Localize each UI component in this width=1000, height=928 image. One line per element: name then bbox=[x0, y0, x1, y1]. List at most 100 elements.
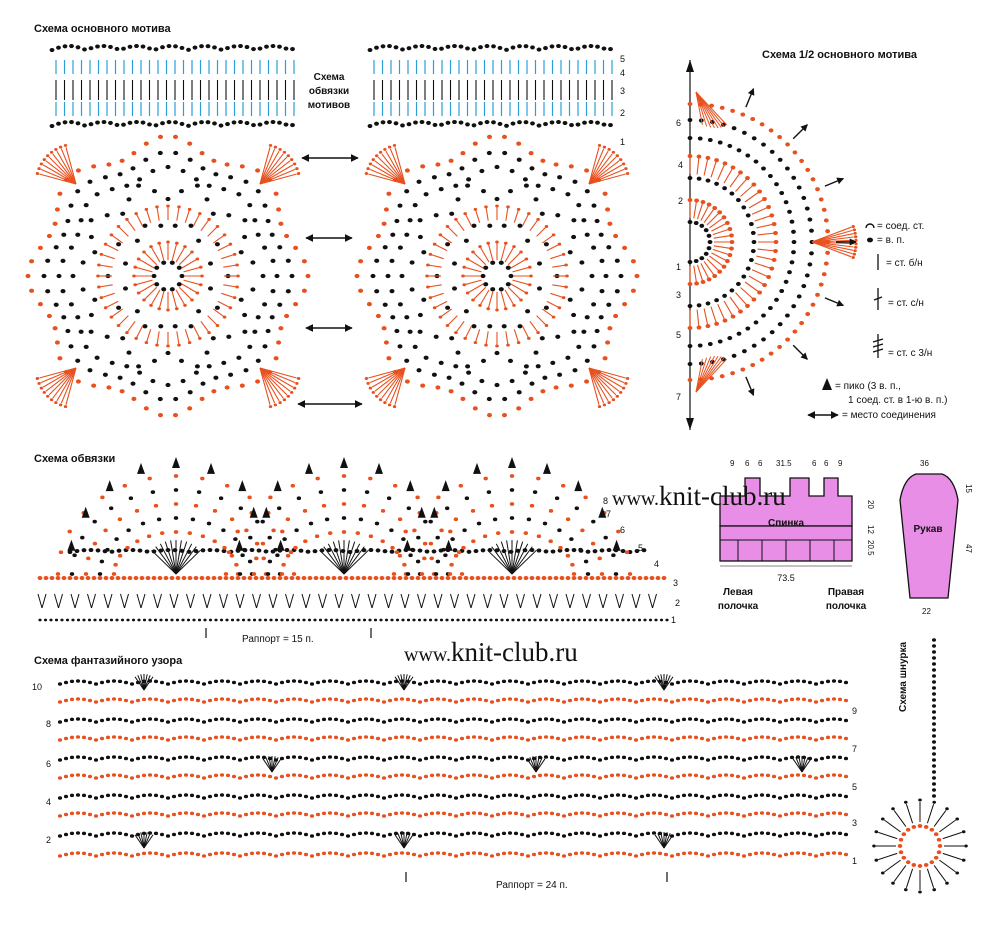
edging-v-stitch bbox=[652, 593, 657, 609]
fancy-chain bbox=[819, 718, 825, 723]
edging-arc-chain bbox=[247, 559, 253, 564]
edging-base-chain bbox=[346, 618, 350, 622]
edging-row2-chain bbox=[433, 575, 439, 581]
motif-chain bbox=[176, 265, 182, 270]
fancy-chain bbox=[675, 774, 681, 779]
motif-chain bbox=[75, 315, 81, 320]
edging-arc-chain bbox=[509, 474, 515, 478]
strip-chain-top bbox=[595, 44, 600, 49]
fancy-chain bbox=[489, 682, 495, 686]
fancy-chain bbox=[495, 794, 501, 799]
strip-chain-bottom bbox=[62, 120, 68, 125]
edging-row3-chain bbox=[214, 548, 220, 553]
edging-base-chain bbox=[71, 618, 75, 622]
half-fan-tip bbox=[853, 231, 857, 235]
fancy-chain bbox=[495, 718, 501, 723]
motif-chain bbox=[525, 309, 531, 314]
edging-v-stitch bbox=[615, 593, 620, 609]
half-spoke bbox=[703, 261, 716, 277]
motif-chain bbox=[151, 273, 157, 279]
motif-spoke bbox=[217, 243, 231, 252]
half-chain bbox=[791, 229, 796, 234]
motif-chain bbox=[460, 396, 466, 402]
fancy-chain bbox=[309, 700, 315, 704]
fancy-chain bbox=[75, 773, 81, 777]
fancy-chain bbox=[411, 680, 417, 685]
cord-ring-chain bbox=[923, 825, 929, 829]
strip-chain-bottom bbox=[166, 120, 172, 125]
edging-base-chain bbox=[241, 618, 246, 622]
edging-picot bbox=[305, 462, 313, 474]
fancy-chain bbox=[363, 679, 369, 683]
cord-ring-chain bbox=[911, 825, 917, 829]
edging-row2-chain bbox=[343, 575, 349, 581]
fancy-chain bbox=[99, 832, 105, 837]
fancy-chain bbox=[381, 796, 387, 800]
edging-arc-chain bbox=[386, 496, 392, 501]
edging-row3-chain bbox=[592, 549, 598, 554]
strip-chain-bottom bbox=[504, 123, 509, 128]
corner-fan-post bbox=[42, 164, 77, 185]
edging-arc-chain bbox=[190, 517, 196, 522]
motif-spoke-tip bbox=[142, 298, 146, 302]
fancy-chain bbox=[321, 851, 327, 856]
corner-fan-tip bbox=[392, 143, 397, 147]
fancy-chain bbox=[387, 756, 393, 761]
fancy-chain bbox=[513, 831, 519, 836]
fancy-chain bbox=[279, 698, 285, 703]
corner-fan-post bbox=[368, 173, 406, 185]
half-spoke bbox=[703, 308, 709, 327]
strip-chain-bottom bbox=[439, 122, 444, 127]
edging-row2-chain bbox=[37, 575, 43, 581]
joining-row-1: 1 bbox=[620, 137, 625, 147]
edging-row2-chain bbox=[355, 575, 361, 581]
edging-picot bbox=[473, 462, 481, 474]
fancy-chain bbox=[135, 736, 141, 741]
motif-spoke bbox=[464, 325, 473, 339]
motif-chain bbox=[479, 378, 485, 384]
fancy-chain bbox=[129, 776, 135, 780]
chain-symbol bbox=[867, 237, 873, 243]
half-chain bbox=[751, 136, 757, 141]
dc-symbol-cross bbox=[873, 296, 883, 301]
edging-base-chain bbox=[247, 618, 251, 622]
fancy-fan-post bbox=[792, 758, 803, 773]
fancy-chain bbox=[531, 718, 537, 723]
fancy-chain bbox=[141, 773, 147, 778]
fancy-chain bbox=[567, 698, 573, 703]
fancy-chain bbox=[513, 735, 519, 740]
half-chain bbox=[749, 221, 754, 227]
motif-chain bbox=[277, 302, 283, 307]
fancy-fan-post bbox=[271, 758, 282, 773]
motif-chain bbox=[423, 355, 429, 360]
half-chain bbox=[687, 259, 693, 265]
edging-arc-chain bbox=[237, 572, 243, 576]
cord-ring-post bbox=[933, 810, 947, 827]
fancy-chain bbox=[801, 697, 807, 702]
edging-arc-chain bbox=[542, 521, 548, 526]
corner-fan-post bbox=[588, 148, 605, 185]
cord-chain bbox=[932, 668, 936, 672]
fancy-chain bbox=[453, 796, 459, 800]
fancy-chain bbox=[279, 680, 285, 685]
fancy-chain bbox=[783, 756, 789, 761]
edging-arc-chain bbox=[280, 529, 285, 534]
fancy-chain bbox=[507, 755, 513, 759]
edging-row2-chain bbox=[517, 575, 523, 581]
fancy-chain bbox=[249, 755, 255, 760]
motif-chain bbox=[179, 273, 185, 279]
edging-arc-chain bbox=[117, 553, 123, 558]
fancy-chain bbox=[327, 717, 333, 721]
strip-chain-top bbox=[445, 44, 451, 49]
corner-fan-post bbox=[48, 156, 77, 185]
fancy-chain bbox=[165, 720, 171, 724]
corner-fan-post bbox=[389, 367, 406, 404]
edging-arc-chain bbox=[435, 559, 441, 564]
fancy-chain bbox=[87, 718, 93, 723]
fancy-chain bbox=[819, 698, 825, 703]
edging-arc-chain bbox=[448, 529, 453, 534]
fancy-chain bbox=[297, 697, 303, 702]
strip-chain-bottom bbox=[374, 121, 379, 126]
motif-spoke-tip bbox=[232, 252, 237, 256]
fancy-chain bbox=[369, 773, 375, 778]
